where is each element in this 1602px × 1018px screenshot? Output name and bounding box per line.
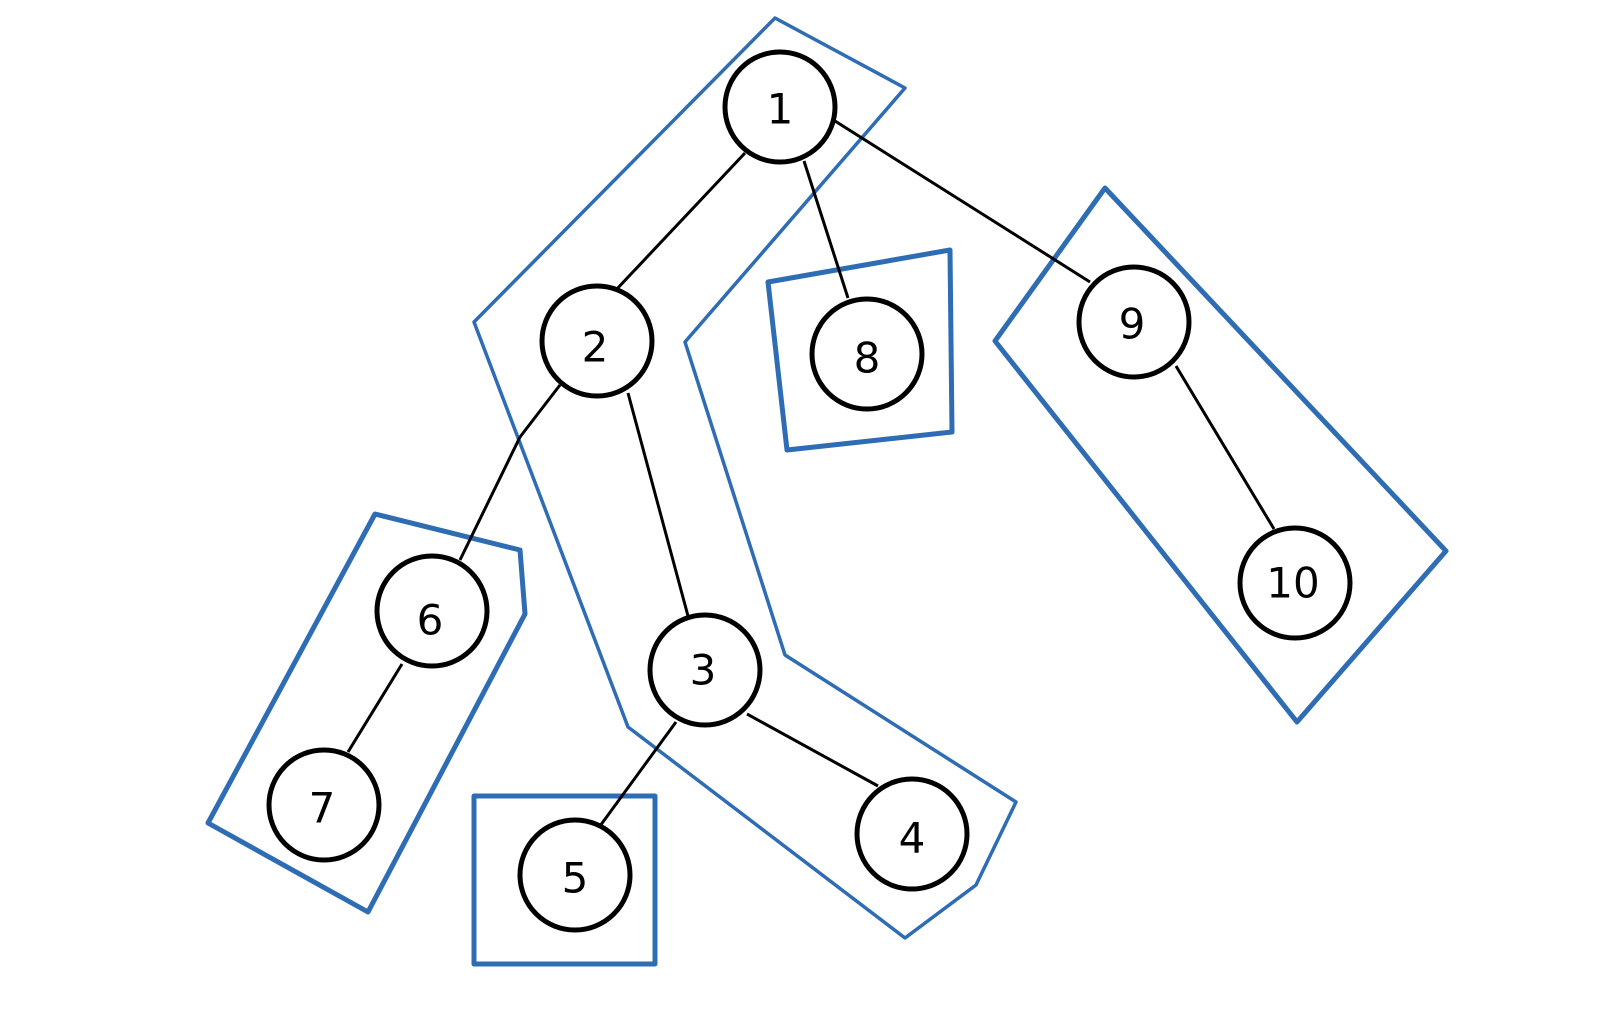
node-2-circle (539, 283, 655, 399)
node-1-circle (722, 49, 838, 165)
tree-nodes: 1 2 3 4 5 6 7 8 (266, 49, 1353, 933)
node-4-circle (854, 776, 970, 892)
node-8-label: 8 (854, 334, 881, 383)
node-3: 3 (647, 612, 763, 728)
node-9: 9 (1076, 264, 1192, 380)
edge-2-3 (626, 392, 690, 617)
edge-6-7 (346, 663, 404, 753)
node-5-label: 5 (562, 854, 589, 903)
group-outline-single-5 (471, 793, 658, 967)
node-9-label: 9 (1119, 300, 1146, 349)
group-outline-chain-6-7 (205, 511, 528, 915)
tree-edges (346, 119, 1276, 827)
node-3-label: 3 (690, 646, 717, 695)
group-outline-single-8 (765, 247, 955, 453)
node-1: 1 (722, 49, 838, 165)
node-6-label: 6 (417, 596, 444, 645)
node-10-circle (1237, 525, 1353, 641)
node-2-label: 2 (582, 323, 609, 372)
node-4-label: 4 (899, 814, 926, 863)
group-outline-chain-9-10 (992, 185, 1449, 725)
node-8-circle (809, 296, 925, 412)
node-9-circle (1076, 264, 1192, 380)
node-7: 7 (266, 747, 382, 863)
node-6: 6 (374, 553, 490, 669)
node-10-label: 10 (1266, 559, 1319, 608)
node-5: 5 (517, 817, 633, 933)
node-10: 10 (1237, 525, 1353, 641)
node-4: 4 (854, 776, 970, 892)
edge-9-10 (1174, 365, 1276, 530)
node-7-circle (266, 747, 382, 863)
edge-2-6 (518, 384, 562, 438)
node-5-circle (517, 817, 633, 933)
edge-2-6-lower (458, 436, 522, 561)
node-7-label: 7 (309, 784, 336, 833)
node-8: 8 (809, 296, 925, 412)
edge-3-5 (598, 721, 678, 827)
group-outlines (205, 16, 1449, 967)
node-1-label: 1 (767, 85, 794, 134)
node-2: 2 (539, 283, 655, 399)
edge-3-4 (746, 712, 879, 788)
edge-1-9 (834, 119, 1091, 284)
group-outline-chain-1-2-3-4 (472, 16, 1018, 940)
node-6-circle (374, 553, 490, 669)
edge-1-2 (613, 151, 747, 293)
node-3-circle (647, 612, 763, 728)
edge-1-8 (802, 160, 850, 299)
